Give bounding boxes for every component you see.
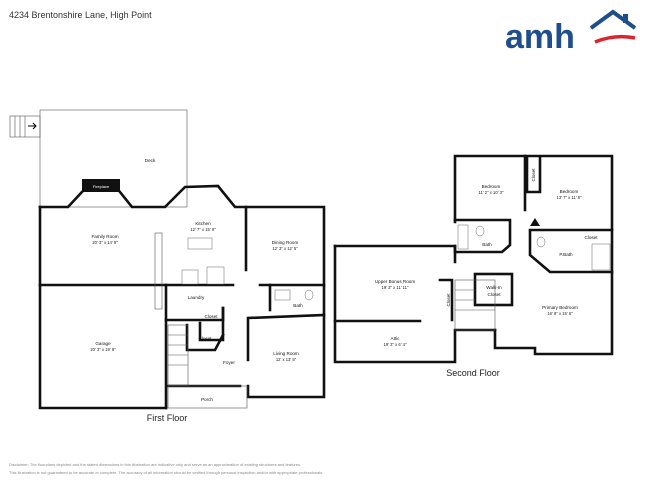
room-label-dining-room: Dining Room [272, 240, 299, 245]
room-label-primary-bedroom: Primary Bedroom [542, 305, 578, 310]
room-label-closet: Closet [198, 336, 212, 341]
room-label-closet: Closet [584, 235, 598, 240]
amh-logo: amh [503, 8, 638, 58]
room-label-closet: Closet [531, 168, 536, 182]
room-label-attic: Attic [391, 336, 401, 341]
room-label-p-bath: P.Bath [559, 252, 573, 257]
deck-outline [39, 109, 188, 208]
room-label-kitchen: Kitchen [195, 221, 211, 226]
room-dims-upper-bonus-room: 19' 3" x 11' 11" [382, 285, 410, 290]
disclaimer-line-1: Disclaimer: The floorplans depicted and … [9, 462, 302, 467]
room-label-bedroom: Bedroom [560, 189, 579, 194]
floor-label-second: Second Floor [446, 368, 500, 378]
room-dims-family-room: 20' 3" x 14' 9" [92, 240, 118, 245]
toilet [304, 289, 314, 301]
room-label-fireplace: Fireplace [93, 184, 110, 189]
room-label-porch: Porch [201, 397, 213, 402]
deck-stairs [9, 115, 41, 138]
room-label-bedroom: Bedroom [482, 184, 501, 189]
toilet [475, 225, 485, 237]
room-label-garage: Garage [95, 341, 111, 346]
room-label-walk-in-closet: Closet [487, 292, 501, 297]
room-label-bath: Bath [482, 242, 492, 247]
first-floor-plan: Deck Fireplace Family Room 20' 3" x 14' … [9, 109, 326, 423]
room-label-closet: Closet [204, 314, 218, 319]
disclaimer-line-2: This illustration is not guaranteed to b… [9, 470, 324, 475]
bathtub [457, 224, 469, 250]
svg-text:amh: amh [505, 18, 575, 53]
room-dims-kitchen: 12' 7" x 15' 9" [190, 227, 216, 232]
room-dims-attic: 19' 3" x 6' 4" [384, 342, 407, 347]
floor-label-first: First Floor [147, 413, 188, 423]
room-label-bath: Bath [293, 303, 303, 308]
arrow-icon [28, 122, 37, 130]
room-dims-dining-room: 12' 3" x 12' 5" [272, 246, 298, 251]
fireplace [82, 179, 120, 192]
room-dims-bedroom: 13' 7" x 11' 8" [557, 195, 582, 200]
room-label-closet: Closet [446, 293, 451, 307]
room-label-laundry: Laundry [188, 295, 205, 300]
toilet [536, 236, 546, 248]
porch-outline [167, 385, 248, 409]
bathtub [591, 243, 611, 271]
room-label-walk-in: Walk-In [486, 285, 502, 290]
room-dims-bedroom: 11' 2" x 10' 3" [479, 190, 504, 195]
room-dims-living-room: 12' x 13' 5" [276, 357, 297, 362]
room-label-deck: Deck [145, 158, 156, 163]
room-dims-garage: 20' 3" x 19' 8" [90, 347, 116, 352]
stairs [454, 279, 496, 331]
kitchen-island [187, 237, 213, 250]
room-label-foyer: Foyer [223, 360, 235, 365]
refrigerator [206, 266, 225, 285]
room-dims-primary-bedroom: 16' 8" x 15' 6" [547, 311, 573, 316]
room-label-family-room: Family Room [91, 234, 118, 239]
room-label-living-room: Living Room [273, 351, 299, 356]
room-label-upper-bonus-room: Upper Bonus Room [375, 279, 416, 284]
property-address: 4234 Brentonshire Lane, High Point [9, 10, 152, 20]
second-floor-plan: Bedroom 11' 2" x 10' 3" Closet Bedroom 1… [333, 154, 614, 378]
stove [181, 269, 199, 285]
